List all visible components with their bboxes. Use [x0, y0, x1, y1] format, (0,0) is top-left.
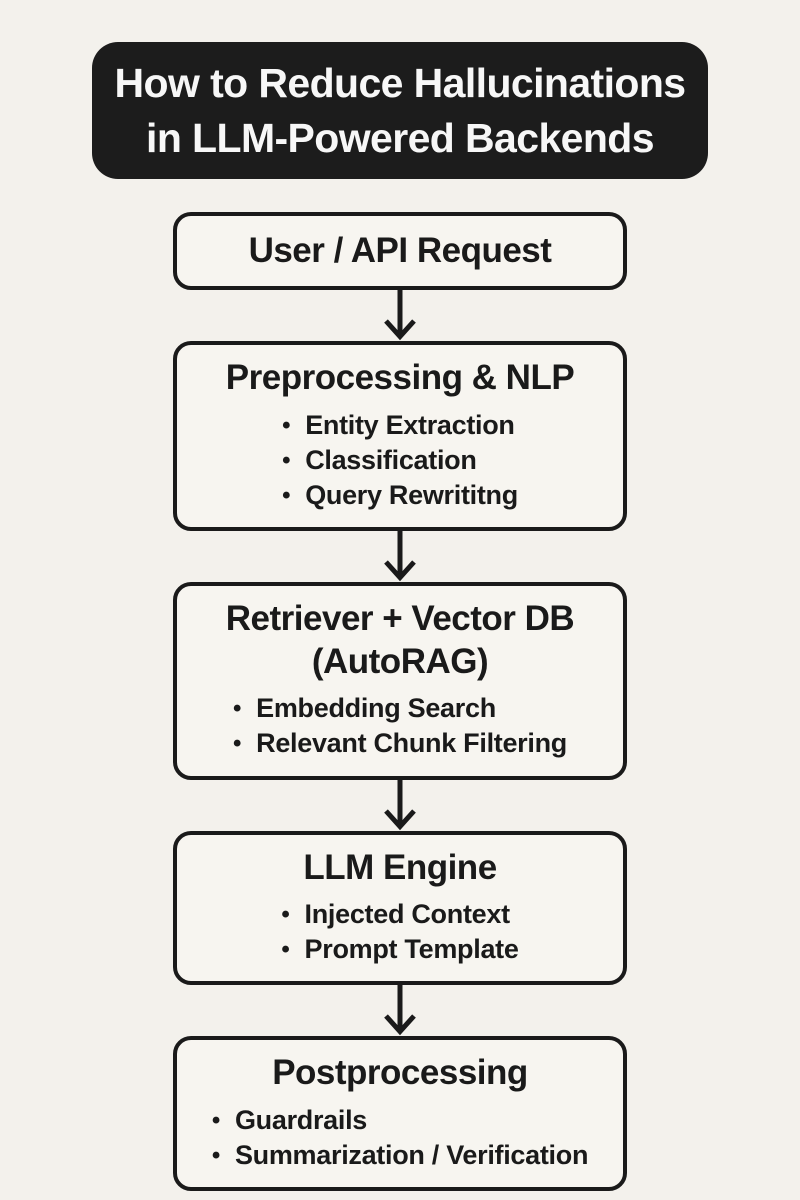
bullet-item: Entity Extraction: [282, 408, 518, 443]
bullet-item: Query Rewrititng: [282, 478, 518, 513]
bullet-item: Classification: [282, 443, 518, 478]
title-line-2: in LLM-Powered Backends: [146, 114, 655, 161]
node-bullets: Guardrails Summarization / Verification: [212, 1103, 588, 1173]
flowchart: User / API Request Preprocessing & NLP E…: [0, 212, 800, 1192]
node-title: Postprocessing: [272, 1053, 528, 1093]
bullet-item: Relevant Chunk Filtering: [233, 726, 567, 761]
node-bullets: Injected Context Prompt Template: [281, 897, 519, 967]
down-arrow-icon: [384, 290, 416, 341]
flow-node-postprocessing: Postprocessing Guardrails Summarization …: [173, 1036, 627, 1192]
node-title: User / API Request: [248, 230, 552, 270]
down-arrow-icon: [384, 985, 416, 1036]
node-title: Retriever + Vector DB (AutoRAG): [225, 598, 575, 683]
node-title: Preprocessing & NLP: [225, 358, 575, 397]
title-banner: How to Reduce Hallucinations in LLM-Powe…: [92, 42, 708, 180]
bullet-item: Injected Context: [281, 897, 518, 932]
node-title: LLM Engine: [303, 847, 497, 887]
flow-node-preprocessing-nlp: Preprocessing & NLP Entity Extraction Cl…: [173, 341, 627, 531]
bullet-item: Summarization / Verification: [212, 1138, 588, 1173]
flow-node-retriever-vector-db: Retriever + Vector DB (AutoRAG) Embeddin…: [173, 581, 627, 780]
node-title-line-1: Retriever + Vector DB: [225, 598, 575, 638]
node-bullets: Embedding Search Relevant Chunk Filterin…: [233, 691, 567, 761]
node-title-line-2: (AutoRAG): [311, 641, 489, 681]
down-arrow-icon: [384, 530, 416, 582]
bullet-item: Prompt Template: [281, 932, 519, 967]
node-bullets: Entity Extraction Classification Query R…: [282, 408, 518, 513]
bullet-item: Embedding Search: [233, 691, 567, 726]
down-arrow-icon: [384, 779, 416, 830]
title-line-1: How to Reduce Hallucinations: [114, 60, 687, 106]
bullet-item: Guardrails: [212, 1103, 588, 1138]
flow-node-user-api-request: User / API Request: [173, 212, 627, 290]
flow-node-llm-engine: LLM Engine Injected Context Prompt Templ…: [173, 830, 627, 986]
